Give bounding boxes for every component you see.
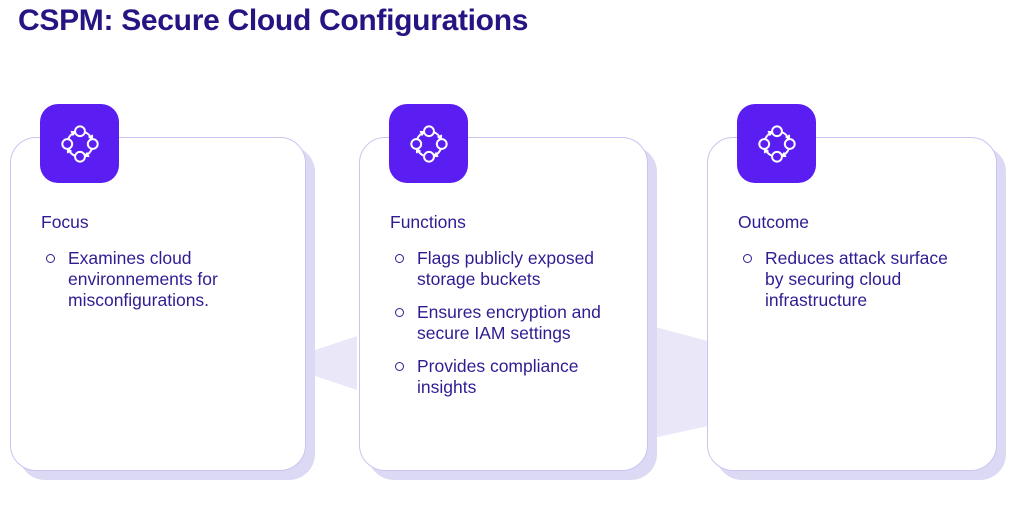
bullet-list: Reduces attack surface by securing cloud… (738, 248, 970, 311)
card-functions-content: Functions Flags publicly exposed storage… (360, 138, 647, 398)
card-outcome-content: Outcome Reduces attack surface by securi… (708, 138, 996, 311)
process-cycle-icon-tile (389, 104, 468, 183)
page-title: CSPM: Secure Cloud Configurations (18, 4, 529, 37)
bullet-item: Flags publicly exposed storage buckets (390, 248, 621, 290)
bullet-circle-icon (46, 254, 55, 263)
bullet-text: Ensures encryption and secure IAM settin… (417, 302, 601, 343)
bullet-circle-icon (395, 362, 404, 371)
process-cycle-icon (409, 124, 448, 163)
bullet-text: Provides compliance insights (417, 356, 579, 397)
bullet-circle-icon (395, 308, 404, 317)
process-cycle-icon-tile (40, 104, 119, 183)
bullet-text: Flags publicly exposed storage buckets (417, 248, 595, 289)
card-heading: Focus (41, 212, 89, 232)
bullet-item: Examines cloud environnements for miscon… (41, 248, 279, 311)
bullet-list: Examines cloud environnements for miscon… (41, 248, 279, 311)
card-heading: Functions (390, 212, 466, 232)
bullet-circle-icon (743, 254, 752, 263)
chevron-shape-left (303, 336, 357, 390)
card-focus: Focus Examines cloud environnements for … (10, 137, 306, 471)
process-cycle-icon-tile (737, 104, 816, 183)
card-focus-content: Focus Examines cloud environnements for … (11, 138, 305, 311)
process-cycle-icon (757, 124, 796, 163)
card-heading: Outcome (738, 212, 809, 232)
process-cycle-icon (60, 124, 99, 163)
bullet-list: Flags publicly exposed storage buckets E… (390, 248, 621, 398)
bullet-item: Ensures encryption and secure IAM settin… (390, 302, 621, 344)
bullet-item: Reduces attack surface by securing cloud… (738, 248, 970, 311)
bullet-circle-icon (395, 254, 404, 263)
card-functions: Functions Flags publicly exposed storage… (359, 137, 648, 471)
bullet-item: Provides compliance insights (390, 356, 621, 398)
chevron-shape-right (644, 324, 708, 440)
bullet-text: Examines cloud environnements for miscon… (68, 248, 218, 310)
bullet-text: Reduces attack surface by securing cloud… (765, 248, 948, 310)
card-outcome: Outcome Reduces attack surface by securi… (707, 137, 997, 471)
